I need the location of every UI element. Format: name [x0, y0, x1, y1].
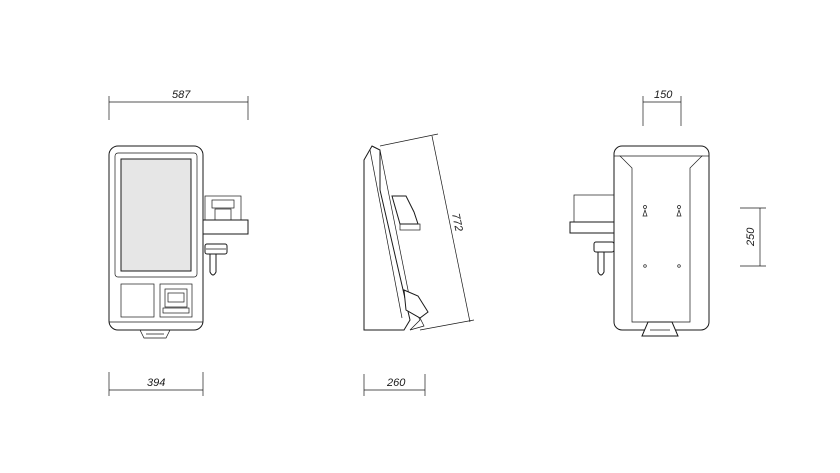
- back-base: [641, 321, 679, 337]
- front-shelf-top: [214, 208, 232, 221]
- front-width-dim: 394: [147, 377, 165, 389]
- front-card-reader: [120, 283, 155, 318]
- back-view: 150 250: [569, 89, 766, 337]
- back-scanner-handle: [597, 251, 605, 276]
- front-scanner-handle: [209, 253, 217, 276]
- front-printer-detail: [167, 292, 185, 303]
- front-base: [139, 329, 171, 339]
- back-shelf: [569, 221, 615, 234]
- back-top-dim: 150: [654, 89, 673, 101]
- front-screen: [120, 158, 192, 272]
- side-depth-dim: 260: [386, 377, 406, 389]
- back-mount-holes: [642, 205, 682, 268]
- front-screen-bezel: [114, 152, 198, 278]
- front-printer-inner: [164, 288, 188, 308]
- side-shelf-lip: [399, 223, 421, 231]
- back-body: [613, 145, 710, 331]
- front-shelf-inner: [211, 199, 235, 209]
- front-height-dim: 587: [172, 89, 191, 101]
- side-view: 260 772: [363, 133, 475, 396]
- side-printer: [403, 289, 429, 319]
- side-shelf: [391, 195, 419, 225]
- back-shelf-bracket: [573, 194, 615, 223]
- back-scanner-head: [593, 241, 615, 253]
- front-view: 587 394: [108, 89, 249, 396]
- side-diagonal-dim: 772: [449, 212, 465, 232]
- front-shelf: [202, 219, 249, 235]
- front-printer-slot: [159, 283, 193, 318]
- front-printer-lip: [162, 307, 190, 314]
- back-mount-dim: 250: [745, 227, 757, 247]
